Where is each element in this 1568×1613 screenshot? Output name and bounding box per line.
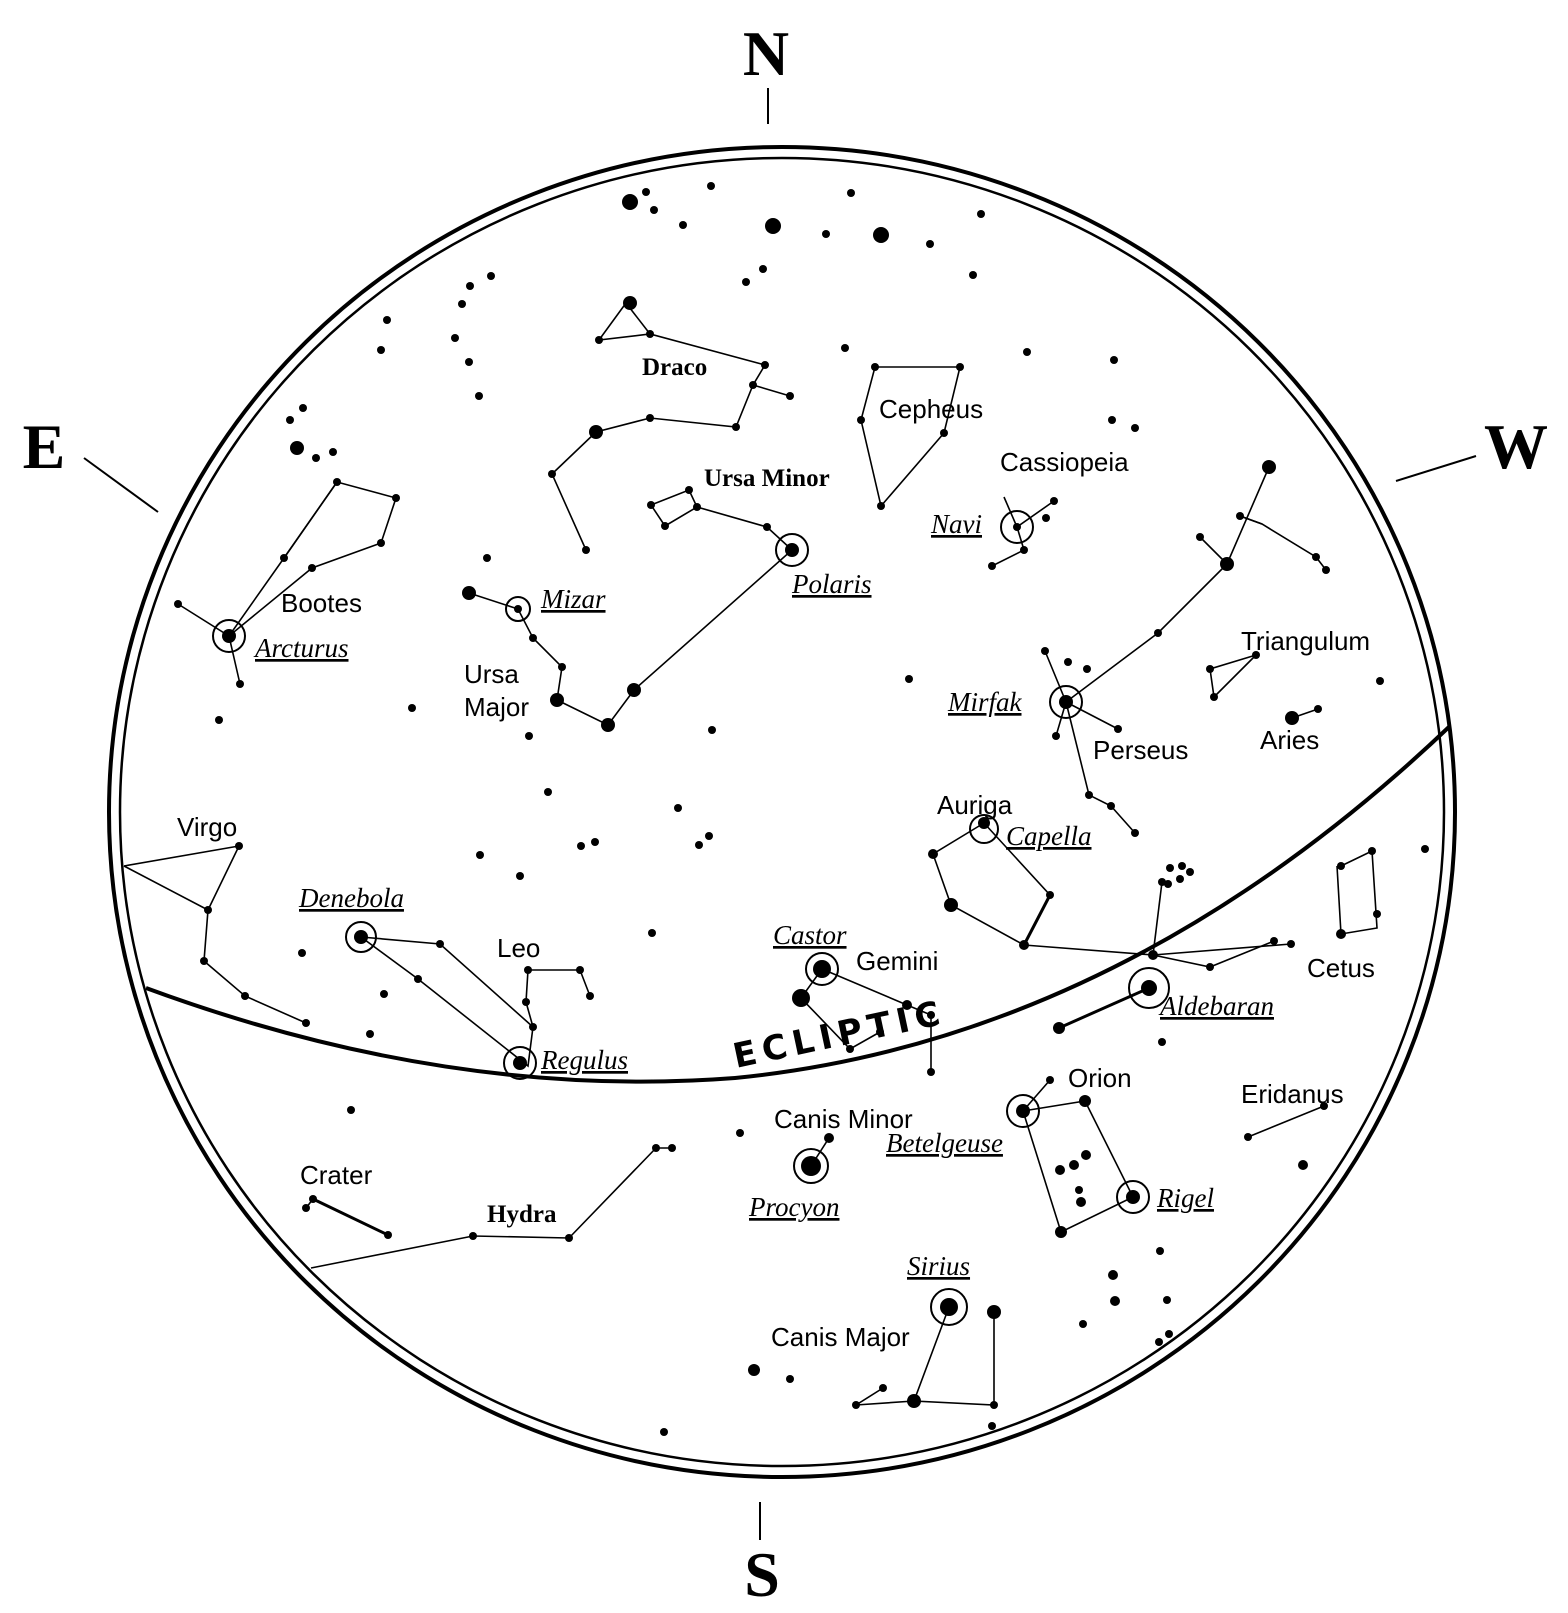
ecliptic-line — [145, 724, 1452, 1084]
label-rigel: Rigel — [1156, 1183, 1214, 1213]
star-castor — [805, 952, 839, 986]
label-capella: Capella — [1006, 821, 1092, 851]
label-polaris: Polaris — [791, 569, 872, 599]
star-betelgeuse — [1006, 1094, 1040, 1128]
canis-major-lines — [912, 1306, 995, 1406]
star-polaris — [775, 533, 809, 567]
star-labels: Navi Mizar Polaris Arcturus Mirfak Capel… — [253, 509, 1274, 1281]
taurus-lines — [1152, 881, 1163, 956]
label-virgo: Virgo — [177, 812, 237, 842]
virgo-lines — [123, 845, 307, 1024]
label-ursa-major-1: Ursa — [464, 659, 519, 689]
star-navi — [1000, 510, 1034, 544]
star-sirius — [930, 1288, 968, 1326]
perseus-lines — [1044, 466, 1270, 704]
star-capella — [969, 814, 999, 844]
label-eridanus: Eridanus — [1241, 1079, 1344, 1109]
label-orion: Orion — [1068, 1063, 1132, 1093]
label-denebola: Denebola — [298, 883, 404, 913]
label-hydra: Hydra — [487, 1201, 557, 1228]
label-ursa-minor: Ursa Minor — [704, 465, 830, 492]
label-aries: Aries — [1260, 725, 1319, 755]
label-crater: Crater — [300, 1160, 373, 1190]
label-canis-minor: Canis Minor — [774, 1104, 913, 1134]
sky-boundary — [107, 145, 1457, 1479]
label-bootes: Bootes — [281, 588, 362, 618]
star-denebola — [345, 921, 377, 953]
label-auriga: Auriga — [937, 790, 1013, 820]
triangulum-lines — [1209, 654, 1257, 699]
label-betelgeuse: Betelgeuse — [886, 1128, 1003, 1158]
cepheus-lines — [860, 366, 962, 508]
label-regulus: Regulus — [540, 1045, 628, 1075]
named-star-markers — [212, 510, 1170, 1326]
label-arcturus: Arcturus — [253, 633, 349, 663]
star-aldebaran — [1128, 967, 1170, 1009]
label-sirius: Sirius — [907, 1251, 970, 1281]
label-navi: Navi — [930, 509, 982, 539]
label-mirfak: Mirfak — [947, 687, 1023, 717]
ursa-minor-lines — [650, 488, 699, 528]
label-perseus: Perseus — [1093, 735, 1188, 765]
constellation-labels: Draco Cepheus Cassiopeia Ursa Minor Boot… — [177, 354, 1375, 1352]
background-stars — [215, 182, 1429, 1436]
label-castor: Castor — [773, 920, 847, 950]
star-arcturus — [212, 619, 246, 653]
star-rigel — [1116, 1180, 1150, 1214]
eridanus-lines — [1247, 1105, 1325, 1138]
label-procyon: Procyon — [748, 1192, 839, 1222]
gemini-lines — [821, 968, 932, 1072]
compass-south: S — [744, 1539, 780, 1610]
label-triangulum: Triangulum — [1241, 626, 1370, 656]
label-ursa-major-2: Major — [464, 692, 529, 722]
auriga-lines — [932, 822, 1051, 947]
compass-ticks — [83, 88, 1477, 1540]
compass-east: E — [23, 411, 66, 482]
label-mizar: Mizar — [540, 584, 606, 614]
star-mizar — [505, 596, 531, 622]
cassiopeia-lines — [991, 500, 1055, 567]
label-leo: Leo — [497, 933, 540, 963]
compass-north: N — [743, 18, 789, 89]
star-mirfak — [1049, 685, 1083, 719]
leo-lines — [360, 936, 534, 1068]
label-canis-major: Canis Major — [771, 1322, 910, 1352]
draco-lines — [551, 302, 767, 551]
compass-west: W — [1484, 411, 1548, 482]
label-cassiopeia: Cassiopeia — [1000, 447, 1129, 477]
star-procyon — [793, 1148, 829, 1184]
label-draco: Draco — [642, 354, 707, 381]
cetus-lines — [1336, 849, 1378, 935]
label-cetus: Cetus — [1307, 953, 1375, 983]
star-regulus — [503, 1046, 537, 1080]
label-aldebaran: Aldebaran — [1158, 991, 1274, 1021]
label-gemini: Gemini — [856, 946, 938, 976]
label-cepheus: Cepheus — [879, 394, 983, 424]
constellation-stars — [174, 296, 1376, 1409]
crater-lines — [312, 1197, 389, 1237]
